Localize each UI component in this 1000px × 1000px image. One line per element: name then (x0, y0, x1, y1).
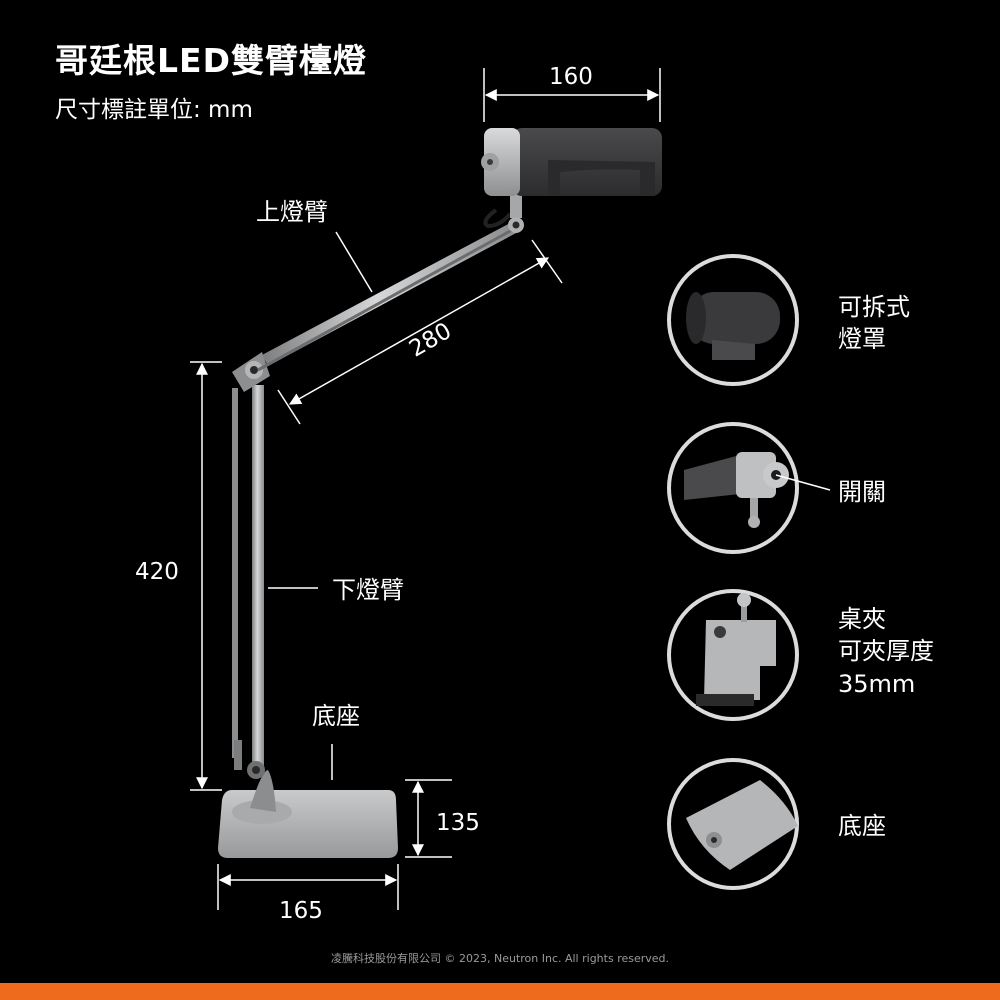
feature-clamp-line2: 可夾厚度 (838, 637, 934, 666)
upper-arm-label: 上燈臂 (256, 198, 328, 226)
feature-switch-label: 開關 (838, 476, 886, 508)
feature-switch-line1: 開關 (838, 478, 886, 506)
dim-base-width-label: 165 (279, 898, 323, 924)
feature-clamp-label: 桌夾 可夾厚度 35mm (838, 603, 934, 700)
dim-height-label: 420 (135, 559, 179, 585)
lamp-base (218, 770, 398, 858)
lamp-illustration (218, 128, 662, 858)
part-leaders (268, 231, 373, 780)
page-title: 哥廷根LED雙臂檯燈 (55, 41, 367, 80)
accent-bar (0, 983, 1000, 1000)
lower-arm-label: 下燈臂 (332, 576, 404, 604)
dim-base-width (217, 864, 399, 910)
feature-shade-line1: 可拆式 (838, 293, 910, 321)
detail-circle-switch (667, 422, 831, 554)
feature-clamp-line1: 桌夾 (838, 605, 886, 633)
feature-base-label: 底座 (838, 810, 886, 842)
elbow-joint (232, 352, 270, 392)
dim-base-height (405, 779, 452, 858)
lamp-head (481, 128, 662, 196)
feature-shade-label: 可拆式 燈罩 (838, 291, 910, 356)
dim-head-width-label: 160 (549, 64, 593, 90)
feature-base-line1: 底座 (838, 812, 886, 840)
feature-clamp-line3: 35mm (838, 669, 916, 698)
base-label: 底座 (312, 702, 360, 730)
lower-arm (232, 385, 265, 779)
dim-height (190, 361, 222, 791)
unit-note: 尺寸標註單位: mm (55, 97, 253, 123)
dim-head-width (483, 68, 661, 122)
dim-upper-arm (277, 239, 563, 425)
feature-shade-line2: 燈罩 (838, 325, 886, 354)
detail-circle-clamp (667, 589, 799, 721)
detail-circle-base (667, 758, 799, 890)
dim-base-height-label: 135 (436, 810, 480, 836)
detail-circle-shade (667, 254, 799, 386)
copyright-footer: 凌騰科技股份有限公司 © 2023, Neutron Inc. All righ… (330, 952, 670, 965)
